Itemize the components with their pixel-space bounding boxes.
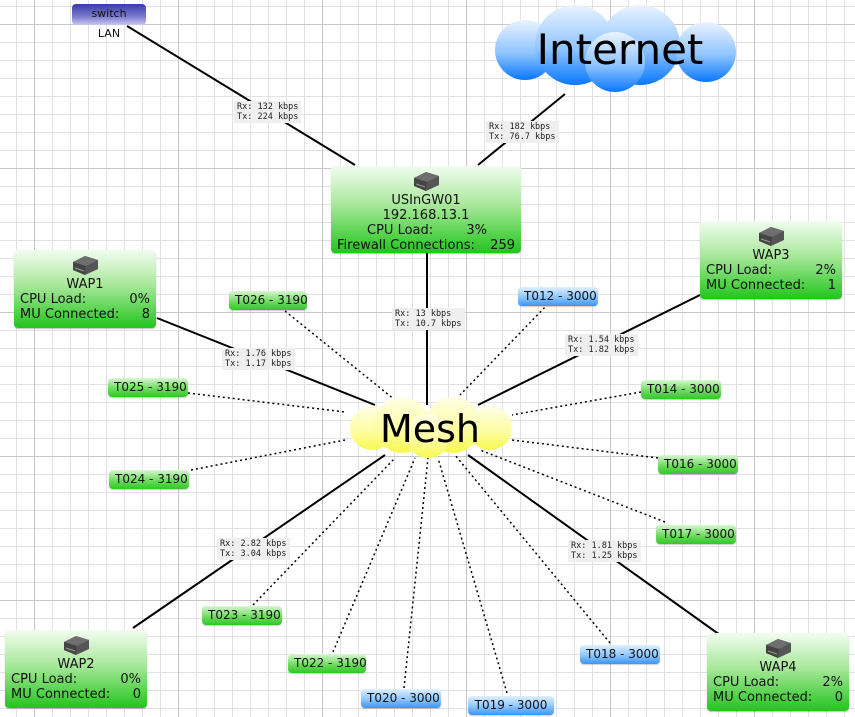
- rx-rate: Rx: 1.76 kbps: [225, 349, 292, 359]
- switch-lan-node[interactable]: switch LAN: [72, 4, 146, 40]
- terminal-t014[interactable]: T014 - 3000: [641, 380, 721, 399]
- cpu-value: 0%: [120, 672, 141, 687]
- wap1-cpu-row: CPU Load: 0%: [20, 292, 150, 307]
- link-t012[interactable]: [459, 303, 549, 396]
- terminal-t019[interactable]: T019 - 3000: [468, 696, 554, 715]
- mu-label: MU Connected:: [713, 690, 813, 705]
- network-device-icon: [64, 636, 89, 655]
- tx-rate: Tx: 1.17 kbps: [225, 359, 292, 369]
- wap3-node[interactable]: WAP3 CPU Load: 2% MU Connected: 1: [700, 221, 842, 299]
- wap1-name: WAP1: [66, 277, 104, 292]
- mu-label: MU Connected:: [11, 687, 111, 702]
- terminal-t012[interactable]: T012 - 3000: [518, 287, 598, 306]
- cpu-value: 2%: [822, 675, 843, 690]
- link-t016[interactable]: [511, 439, 659, 459]
- wap3-mu-row: MU Connected: 1: [706, 278, 836, 293]
- terminal-t025[interactable]: T025 - 3190: [108, 378, 188, 397]
- mu-value: 1: [827, 278, 836, 293]
- cpu-label: CPU Load:: [11, 672, 78, 687]
- terminal-t016[interactable]: T016 - 3000: [658, 455, 738, 474]
- firewall-label: Firewall Connections:: [337, 238, 475, 253]
- mu-value: 8: [141, 307, 150, 322]
- terminal-t020[interactable]: T020 - 3000: [361, 689, 441, 708]
- network-device-icon: [73, 256, 98, 275]
- rx-rate: Rx: 1.54 kbps: [568, 335, 635, 345]
- link-t018[interactable]: [454, 454, 611, 644]
- link-t023[interactable]: [252, 457, 396, 606]
- cpu-label: CPU Load:: [367, 223, 434, 238]
- tx-rate: Tx: 1.25 kbps: [571, 551, 638, 561]
- tx-rate: Tx: 76.7 kbps: [489, 132, 556, 142]
- link-t022[interactable]: [332, 457, 416, 653]
- link-switch-gateway[interactable]: [126, 25, 356, 166]
- rx-rate: Rx: 182 kbps: [489, 122, 551, 132]
- wap2-name: WAP2: [57, 657, 95, 672]
- firewall-value: 259: [490, 238, 515, 253]
- mu-label: MU Connected:: [706, 278, 806, 293]
- rx-rate: Rx: 132 kbps: [237, 102, 299, 112]
- internet-label: Internet: [536, 25, 704, 74]
- network-device-icon: [414, 172, 439, 191]
- tx-rate: Tx: 3.04 kbps: [220, 549, 287, 559]
- terminal-t017[interactable]: T017 - 3000: [656, 525, 736, 544]
- rx-rate: Rx: 2.82 kbps: [220, 539, 287, 549]
- wap4-mu-row: MU Connected: 0: [713, 690, 843, 705]
- mu-value: 0: [834, 690, 843, 705]
- wap2-cpu-row: CPU Load: 0%: [11, 672, 141, 687]
- rx-rate: Rx: 13 kbps: [395, 309, 452, 319]
- mu-label: MU Connected:: [20, 307, 120, 322]
- gateway-ip: 192.168.13.1: [382, 208, 470, 223]
- link-t014[interactable]: [511, 391, 642, 416]
- terminal-t022[interactable]: T022 - 3190: [288, 654, 367, 673]
- wap4-name: WAP4: [759, 660, 797, 675]
- gateway-node[interactable]: USInGW01 192.168.13.1 CPU Load: 3% Firewa…: [331, 166, 521, 253]
- terminal-t023[interactable]: T023 - 3190: [202, 606, 282, 625]
- rx-rate: Rx: 1.81 kbps: [571, 541, 638, 551]
- tx-rate: Tx: 224 kbps: [237, 112, 299, 122]
- link-t026[interactable]: [284, 310, 396, 401]
- wap3-cpu-row: CPU Load: 2%: [706, 263, 836, 278]
- link-t020[interactable]: [403, 457, 429, 689]
- link-t025[interactable]: [187, 392, 346, 413]
- wap4-node[interactable]: WAP4 CPU Load: 2% MU Connected: 0: [707, 633, 849, 711]
- terminal-t024[interactable]: T024 - 3190: [109, 470, 189, 489]
- mu-value: 0: [132, 687, 141, 702]
- cpu-value: 3%: [466, 223, 487, 238]
- gateway-name: USInGW01: [391, 193, 461, 208]
- wap2-mu-row: MU Connected: 0: [11, 687, 141, 702]
- cpu-label: CPU Load:: [706, 263, 773, 278]
- wap4-cpu-row: CPU Load: 2%: [713, 675, 843, 690]
- mesh-cloud[interactable]: [350, 397, 512, 458]
- link-t017[interactable]: [479, 449, 666, 523]
- network-device-icon: [759, 227, 784, 246]
- tx-rate: Tx: 10.7 kbps: [395, 319, 462, 329]
- terminal-t026[interactable]: T026 - 3190: [229, 291, 308, 310]
- gateway-fw-row: Firewall Connections: 259: [337, 238, 515, 253]
- network-device-icon: [766, 639, 791, 658]
- mesh-label: Mesh: [379, 407, 481, 451]
- gateway-cpu-row: CPU Load: 3%: [337, 223, 515, 238]
- link-t024[interactable]: [190, 439, 346, 471]
- wap1-mu-row: MU Connected: 8: [20, 307, 150, 322]
- cpu-label: CPU Load:: [713, 675, 780, 690]
- cpu-label: CPU Load:: [20, 292, 87, 307]
- cpu-value: 0%: [129, 292, 150, 307]
- wap3-name: WAP3: [752, 248, 790, 263]
- wap2-node[interactable]: WAP2 CPU Load: 0% MU Connected: 0: [5, 630, 147, 708]
- internet-cloud[interactable]: [495, 5, 736, 92]
- terminal-t018[interactable]: T018 - 3000: [580, 645, 660, 664]
- cpu-value: 2%: [815, 263, 836, 278]
- wap1-node[interactable]: WAP1 CPU Load: 0% MU Connected: 8: [14, 250, 156, 328]
- tx-rate: Tx: 1.82 kbps: [568, 345, 635, 355]
- link-t019[interactable]: [437, 457, 508, 694]
